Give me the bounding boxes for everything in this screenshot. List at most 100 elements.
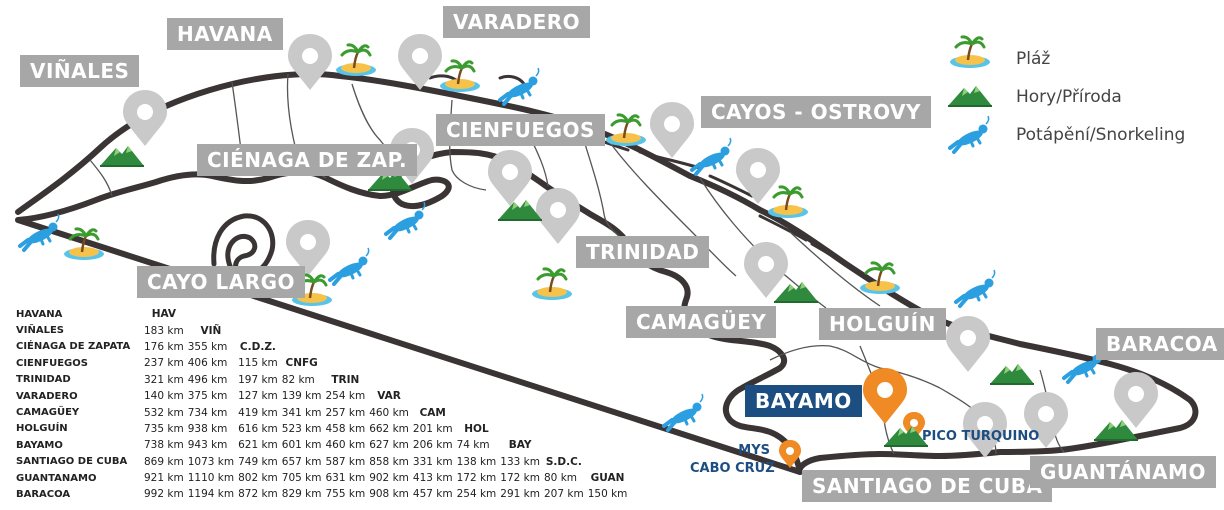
label-holguin: HOLGUÍN — [819, 308, 946, 340]
pin-cayos — [650, 102, 694, 158]
diver-icon — [662, 392, 705, 432]
distance-cell: 74 km — [456, 439, 490, 452]
distance-city: CAMAGÜEY — [16, 407, 80, 419]
distance-cell: 460 km — [325, 439, 366, 452]
distance-cell: 237 km — [144, 357, 184, 370]
label-cabo-cruz: MYS CABO CRUZ — [690, 442, 775, 478]
label-cienaga: CIÉNAGA DE ZAP. — [197, 144, 418, 176]
distance-cell: 532 km — [144, 406, 184, 419]
distance-cell: 201 km — [412, 422, 453, 435]
distance-abbr: VIÑ — [200, 324, 222, 337]
distance-cell: 80 km — [544, 472, 578, 485]
distance-cell: 331 km — [412, 455, 453, 468]
label-cabo-cruz-line2: CABO CRUZ — [690, 461, 775, 476]
distance-city: TRINIDAD — [16, 374, 71, 386]
label-cienfuegos: CIENFUEGOS — [436, 114, 605, 146]
distance-cell: 375 km — [187, 390, 228, 403]
distance-cell: 601 km — [281, 439, 322, 452]
pin-trinidad — [536, 188, 580, 244]
label-bayamo: BAYAMO — [745, 385, 862, 417]
pin-varadero — [398, 34, 442, 90]
distance-abbr: C.D.Z. — [239, 340, 276, 353]
pin-cienfuegos — [488, 150, 532, 206]
distance-cell: 738 km — [144, 439, 184, 452]
distance-cell: 627 km — [369, 439, 409, 452]
label-guantanamo: GUANTÁNAMO — [1030, 456, 1216, 488]
distance-city: GUANTANAMO — [16, 472, 97, 484]
distance-cell: 197 km — [238, 373, 278, 386]
distance-cell: 992 km — [144, 488, 184, 501]
pin-holguin — [946, 316, 990, 372]
distance-cell: 138 km — [456, 455, 497, 468]
distance-cell: 921 km — [144, 472, 184, 485]
distance-cell: 943 km — [187, 439, 228, 452]
legend-label-mountain: Hory/Příroda — [1016, 87, 1122, 107]
distance-cell: 254 km — [456, 488, 497, 501]
distance-cell: 496 km — [187, 373, 228, 386]
distance-abbr: VAR — [377, 390, 401, 403]
distance-cell: 621 km — [238, 439, 278, 452]
distance-cell: 938 km — [187, 422, 228, 435]
distance-cell: 172 km — [500, 472, 540, 485]
distance-cell: 869 km — [144, 455, 184, 468]
pin-havana — [288, 34, 332, 90]
label-cayo-largo: CAYO LARGO — [137, 266, 306, 298]
distance-cell: 755 km — [325, 488, 366, 501]
pin-bayamo — [863, 368, 907, 424]
distance-cell: 183 km — [144, 324, 184, 337]
distance-city: VARADERO — [16, 390, 78, 402]
distance-cell: 355 km — [187, 340, 228, 353]
distance-cell: 206 km — [412, 439, 453, 452]
distance-city: SANTIAGO DE CUBA — [16, 456, 128, 468]
distance-cell: 139 km — [281, 390, 322, 403]
mountain-icon — [497, 199, 543, 221]
label-pico-turquino: PICO TURQUINO — [922, 429, 1040, 444]
pin-vinales — [123, 90, 167, 146]
distance-abbr: GUAN — [590, 472, 625, 485]
beach-island-icon — [530, 267, 574, 302]
distance-cell: 82 km — [281, 373, 315, 386]
distance-cell: 802 km — [238, 472, 278, 485]
distance-abbr: CNFG — [285, 357, 318, 370]
distance-cell: 172 km — [456, 472, 497, 485]
distance-cell: 150 km — [587, 488, 628, 501]
distance-cell: 657 km — [281, 455, 322, 468]
legend-item-diving: Potápění/Snorkeling — [948, 116, 1185, 154]
distance-cell: 321 km — [144, 373, 184, 386]
diver-icon — [498, 66, 541, 106]
distance-cell: 616 km — [238, 422, 278, 435]
distance-cell: 257 km — [325, 406, 366, 419]
distance-cell: 902 km — [369, 472, 409, 485]
distance-abbr: BAY — [508, 439, 532, 452]
distance-city: CIÉNAGA DE ZAPATA — [16, 341, 131, 353]
distance-cell: 523 km — [281, 422, 322, 435]
distance-cell: 1194 km — [187, 488, 235, 501]
label-trinidad: TRINIDAD — [576, 236, 710, 268]
distance-cell: 207 km — [544, 488, 584, 501]
distance-cell: 1073 km — [187, 455, 235, 468]
distance-cell: 705 km — [281, 472, 322, 485]
label-cayos: CAYOS - OSTROVY — [701, 96, 932, 128]
mountain-icon — [989, 363, 1035, 385]
distance-cell: 413 km — [412, 472, 453, 485]
distance-city: CIENFUEGOS — [16, 357, 88, 369]
map-legend: Pláž Hory/Příroda Potápění/Snorkeling — [948, 40, 1185, 154]
legend-item-beach: Pláž — [948, 40, 1185, 78]
distance-abbr: HOL — [464, 422, 489, 435]
distance-abbr: HAV — [151, 308, 177, 321]
pin-baracoa — [1114, 372, 1158, 428]
distance-cell: 631 km — [325, 472, 366, 485]
diver-icon — [954, 268, 997, 308]
distance-cell: 662 km — [369, 422, 409, 435]
isla-de-la-juventud — [211, 213, 276, 286]
distance-cell: 458 km — [325, 422, 366, 435]
distance-cell: 734 km — [187, 406, 228, 419]
